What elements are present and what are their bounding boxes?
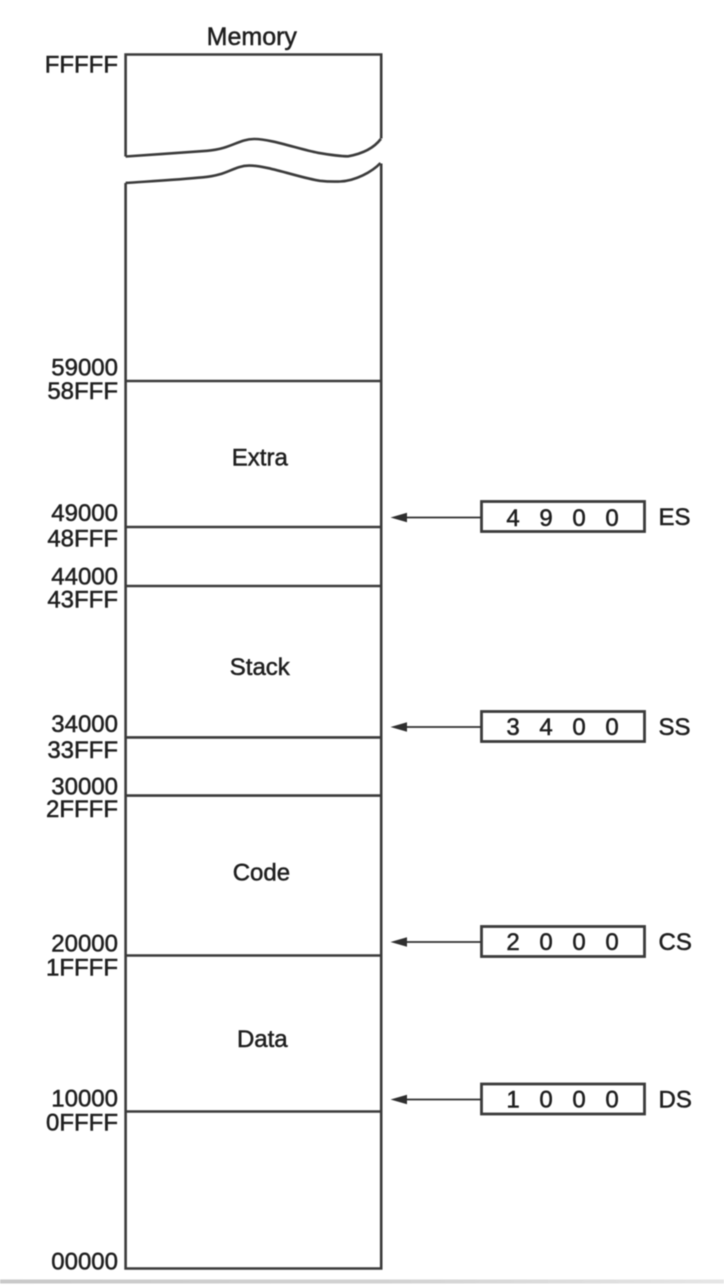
svg-text:30000: 30000 <box>51 774 118 801</box>
svg-text:0: 0 <box>572 1087 585 1114</box>
svg-text:0: 0 <box>572 714 585 741</box>
svg-text:59000: 59000 <box>51 355 118 382</box>
svg-text:0: 0 <box>605 1087 618 1114</box>
svg-text:4: 4 <box>506 505 519 532</box>
svg-text:44000: 44000 <box>51 564 118 591</box>
svg-text:Code: Code <box>233 860 290 887</box>
svg-text:49000: 49000 <box>51 500 118 527</box>
svg-text:0: 0 <box>605 929 618 956</box>
svg-text:Data: Data <box>237 1026 288 1053</box>
svg-text:20000: 20000 <box>51 931 118 958</box>
svg-text:0: 0 <box>605 505 618 532</box>
svg-text:DS: DS <box>659 1087 692 1114</box>
svg-text:3: 3 <box>506 714 519 741</box>
svg-text:0: 0 <box>572 505 585 532</box>
svg-text:33FFF: 33FFF <box>47 737 118 764</box>
svg-text:2FFFF: 2FFFF <box>46 796 118 823</box>
svg-text:10000: 10000 <box>51 1086 118 1113</box>
svg-text:Stack: Stack <box>230 654 291 681</box>
svg-text:CS: CS <box>659 929 692 956</box>
svg-text:ES: ES <box>659 504 691 531</box>
svg-text:2: 2 <box>506 929 519 956</box>
svg-text:Memory: Memory <box>207 23 298 51</box>
svg-text:0FFFF: 0FFFF <box>46 1110 118 1137</box>
svg-text:00000: 00000 <box>51 1249 118 1276</box>
svg-text:58FFF: 58FFF <box>47 378 118 405</box>
svg-text:48FFF: 48FFF <box>47 526 118 553</box>
svg-text:0: 0 <box>539 929 552 956</box>
svg-text:34000: 34000 <box>51 711 118 738</box>
svg-text:0: 0 <box>572 929 585 956</box>
svg-text:9: 9 <box>539 505 552 532</box>
svg-text:FFFFF: FFFFF <box>45 52 118 79</box>
svg-text:43FFF: 43FFF <box>47 587 118 614</box>
svg-text:1FFFF: 1FFFF <box>46 955 118 982</box>
svg-text:1: 1 <box>506 1087 519 1114</box>
svg-text:4: 4 <box>539 714 552 741</box>
svg-text:0: 0 <box>605 714 618 741</box>
svg-text:SS: SS <box>659 714 691 741</box>
svg-text:0: 0 <box>539 1087 552 1114</box>
svg-text:Extra: Extra <box>232 445 289 472</box>
